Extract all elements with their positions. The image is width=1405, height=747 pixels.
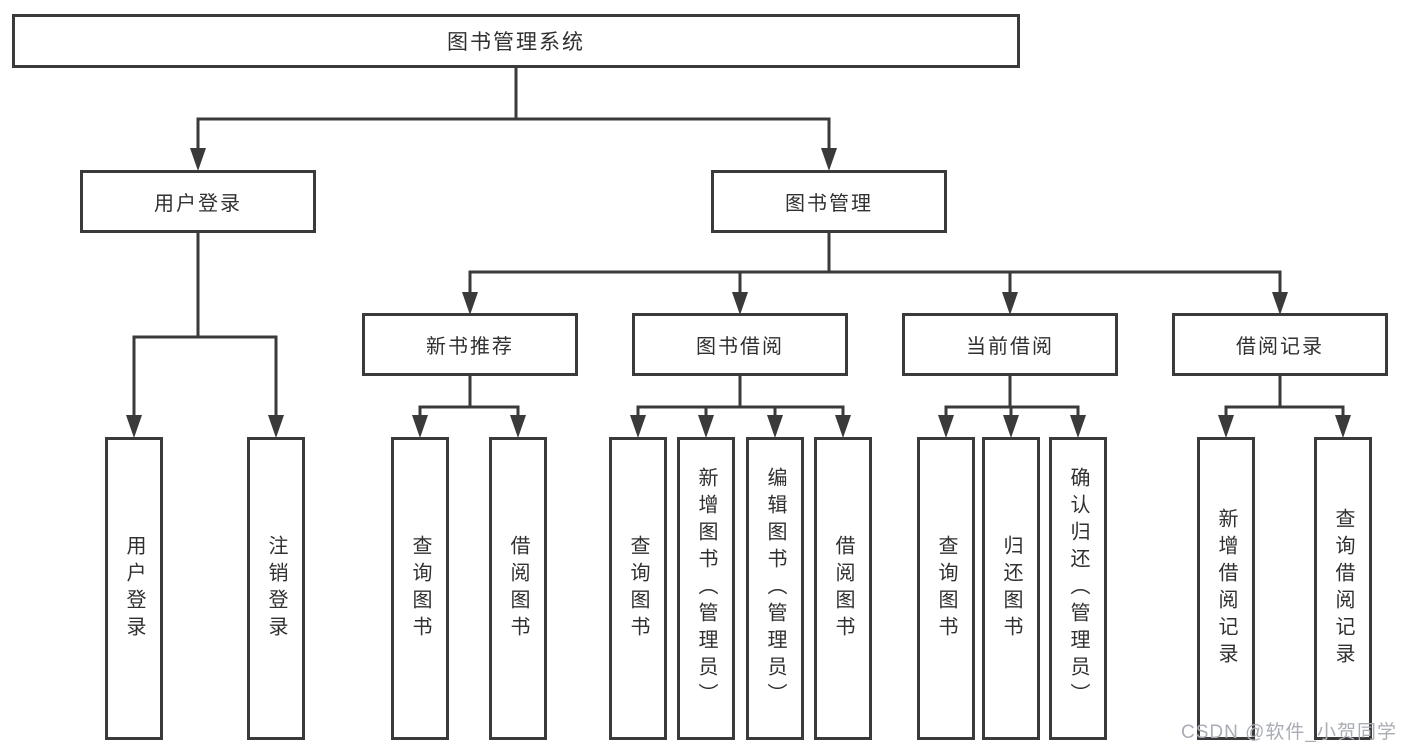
connector-current-borrow-group: [944, 374, 1080, 422]
arrowhead: [767, 415, 783, 438]
node-label: 借阅图书: [832, 534, 854, 643]
leaf-query-borrow-record: 查询借阅记录: [1314, 437, 1372, 740]
node-label: 新增借阅记录: [1215, 507, 1237, 670]
node-label: 编辑图书（管理员）: [764, 467, 786, 710]
arrowhead: [510, 415, 526, 438]
arrowhead: [1070, 415, 1086, 438]
arrowhead: [1335, 415, 1351, 438]
connector-borrow-records-group: [1224, 374, 1345, 422]
node-label: 新增图书（管理员）: [695, 467, 717, 710]
arrowhead: [835, 415, 851, 438]
node-library-system: 图书管理系统: [12, 14, 1020, 68]
connector-book-borrow-group: [636, 374, 845, 422]
leaf-edit-book-admin: 编辑图书（管理员）: [746, 437, 804, 740]
leaf-add-borrow-record: 新增借阅记录: [1197, 437, 1255, 740]
node-label: 确认归还（管理员）: [1067, 467, 1089, 710]
node-label: 图书管理: [785, 193, 873, 215]
csdn-watermark: CSDN @软件_小贺同学: [1181, 722, 1397, 743]
node-borrow-records: 借阅记录: [1172, 313, 1388, 376]
leaf-query-books-borrow: 查询图书: [609, 437, 667, 740]
node-label: 查询图书: [627, 534, 649, 643]
node-current-borrow: 当前借阅: [902, 313, 1118, 376]
node-label: 新书推荐: [426, 336, 514, 358]
node-label: 图书借阅: [696, 336, 784, 358]
node-book-borrow: 图书借阅: [632, 313, 848, 376]
leaf-borrow-books-recommend: 借阅图书: [489, 437, 547, 740]
arrowhead: [126, 415, 142, 438]
node-label: 当前借阅: [966, 336, 1054, 358]
connector-new-book-rec-group: [418, 374, 520, 422]
arrowhead: [938, 415, 954, 438]
connector-root-to-level2: [196, 66, 831, 154]
node-book-management: 图书管理: [711, 170, 947, 233]
node-label: 用户登录: [123, 534, 145, 643]
node-label: 借阅记录: [1236, 336, 1324, 358]
leaf-logout: 注销登录: [247, 437, 305, 740]
node-label: 查询借阅记录: [1332, 507, 1354, 670]
arrowhead: [698, 415, 714, 438]
node-label: 归还图书: [1000, 534, 1022, 643]
arrowhead: [732, 292, 748, 315]
arrowhead: [821, 148, 837, 171]
leaf-borrow-books: 借阅图书: [814, 437, 872, 740]
arrowhead: [1218, 415, 1234, 438]
leaf-confirm-return-admin: 确认归还（管理员）: [1049, 437, 1107, 740]
leaf-return-book: 归还图书: [982, 437, 1040, 740]
arrowhead: [1003, 415, 1019, 438]
arrowhead: [1272, 292, 1288, 315]
node-label: 借阅图书: [507, 534, 529, 643]
arrowhead: [190, 148, 206, 171]
arrowhead: [268, 415, 284, 438]
node-user-login: 用户登录: [80, 170, 316, 233]
connector-book-mgmt-to-level3: [468, 231, 1282, 298]
node-label: 图书管理系统: [447, 31, 585, 54]
arrowhead: [1002, 292, 1018, 315]
leaf-add-book-admin: 新增图书（管理员）: [677, 437, 735, 740]
node-label: 注销登录: [265, 534, 287, 643]
node-label: 查询图书: [409, 534, 431, 643]
leaf-user-login: 用户登录: [105, 437, 163, 740]
connector-user-login-group: [132, 231, 278, 422]
node-label: 查询图书: [935, 534, 957, 643]
leaf-query-books-recommend: 查询图书: [391, 437, 449, 740]
arrowhead: [412, 415, 428, 438]
node-new-book-recommend: 新书推荐: [362, 313, 578, 376]
arrowhead: [630, 415, 646, 438]
leaf-query-books-current: 查询图书: [917, 437, 975, 740]
node-label: 用户登录: [154, 193, 242, 215]
arrowhead: [462, 292, 478, 315]
